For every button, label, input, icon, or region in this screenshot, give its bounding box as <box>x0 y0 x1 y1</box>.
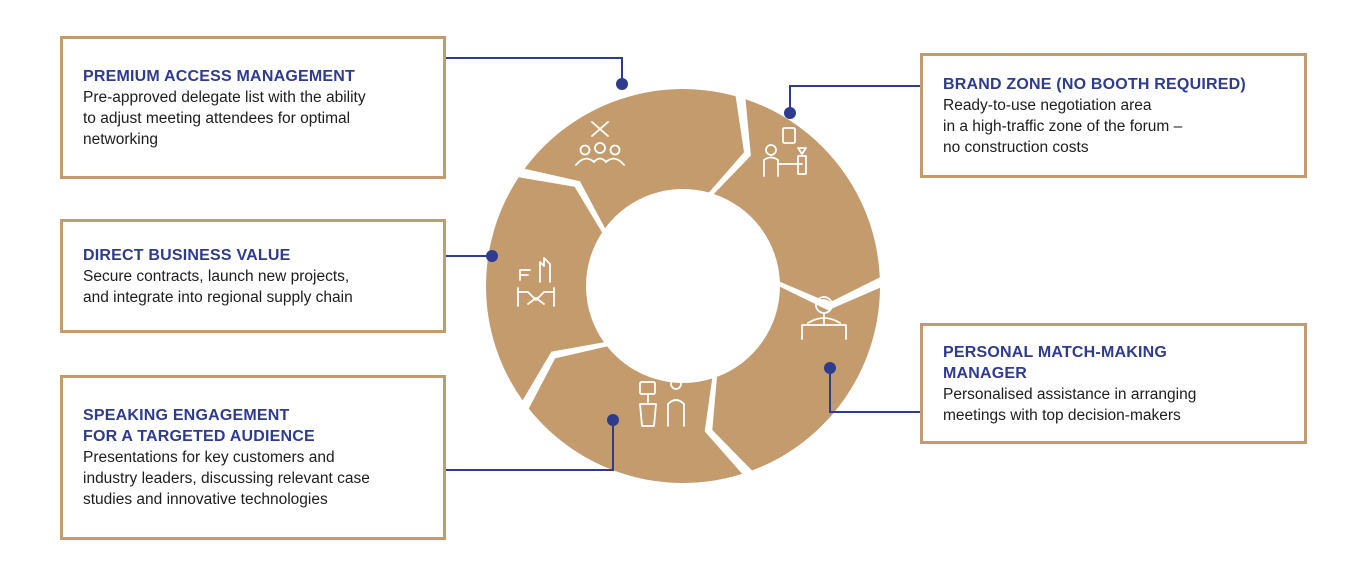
card-description: Secure contracts, launch new projects, a… <box>83 267 353 306</box>
card-title: SPEAKING ENGAGEMENT FOR A TARGETED AUDIE… <box>83 407 315 445</box>
connector-dot-speak <box>607 414 619 426</box>
segment-speak <box>528 346 743 484</box>
handshake-factory-icon <box>517 257 555 307</box>
connector-dot-direct <box>486 250 498 262</box>
connector-speak <box>446 420 614 471</box>
speaker-podium-icon <box>639 378 685 427</box>
card-speaking-engagement: SPEAKING ENGAGEMENT FOR A TARGETED AUDIE… <box>60 375 446 540</box>
card-direct-business: DIRECT BUSINESS VALUE Secure contracts, … <box>60 219 446 333</box>
negotiation-table-icon <box>763 127 807 177</box>
card-brand-zone: BRAND ZONE (NO BOOTH REQUIRED) Ready-to-… <box>920 53 1307 178</box>
card-description: Personalised assistance in arranging mee… <box>943 385 1197 424</box>
connectors <box>446 57 920 471</box>
personal-manager-icon <box>801 296 847 340</box>
card-title: PERSONAL MATCH-MAKING MANAGER <box>943 343 1168 382</box>
people-network-icon <box>575 121 625 166</box>
card-description: Presentations for key customers and indu… <box>83 449 370 508</box>
card-title: BRAND ZONE (NO BOOTH REQUIRED) <box>943 75 1246 93</box>
wheel-segments <box>485 89 880 484</box>
connector-match <box>829 368 920 413</box>
segment-brand <box>713 99 880 303</box>
card-title: DIRECT BUSINESS VALUE <box>83 246 291 264</box>
connector-dot-brand <box>784 107 796 119</box>
connector-dot-match <box>824 362 836 374</box>
card-premium-access: PREMIUM ACCESS MANAGEMENT Pre-approved d… <box>60 36 446 179</box>
connector-premium <box>446 57 623 84</box>
card-description: Ready-to-use negotiation area in a high-… <box>943 96 1183 156</box>
connector-dot-premium <box>616 78 628 90</box>
connector-dots <box>486 78 836 426</box>
card-title: PREMIUM ACCESS MANAGEMENT <box>83 67 355 85</box>
card-description: Pre-approved delegate list with the abil… <box>83 88 366 148</box>
connector-brand <box>789 85 920 113</box>
card-match-making: PERSONAL MATCH-MAKING MANAGER Personalis… <box>920 323 1307 444</box>
segment-direct <box>485 177 604 401</box>
segment-match <box>712 286 880 471</box>
segment-premium <box>524 89 744 229</box>
